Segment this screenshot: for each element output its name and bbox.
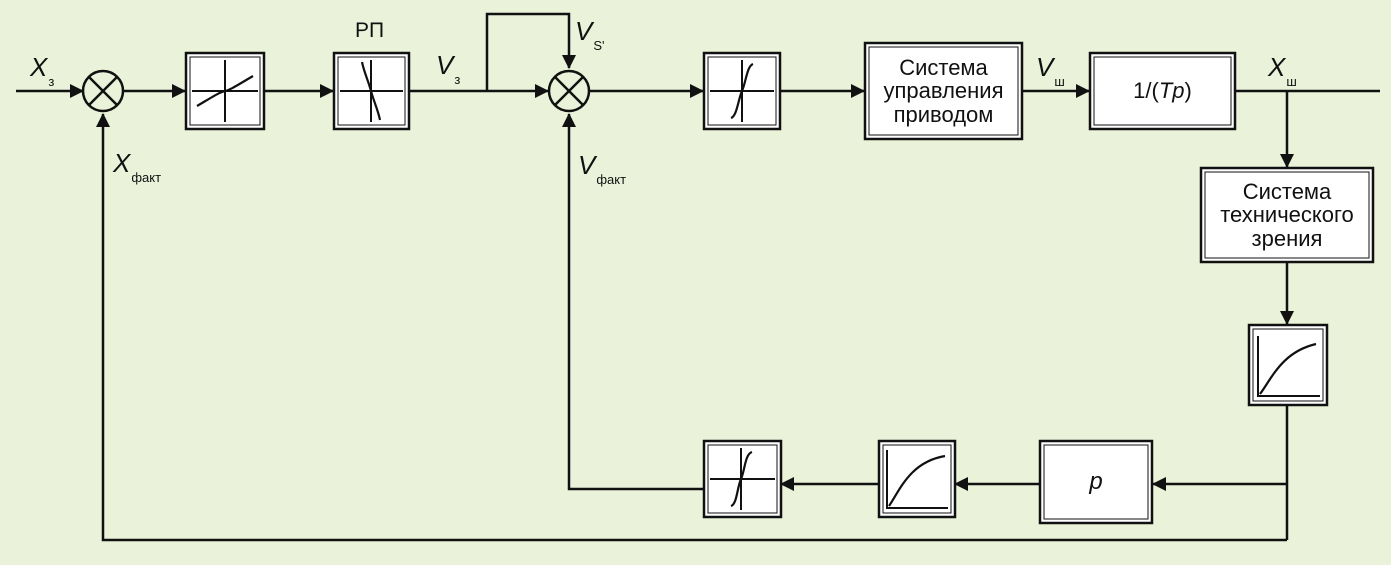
vision-system-block bbox=[1199, 166, 1375, 264]
feedforward-loop bbox=[485, 12, 571, 91]
filter-block-2 bbox=[877, 439, 957, 519]
drive-control-line-2: управления bbox=[883, 78, 1004, 104]
vision-system-text: Система технического зрения bbox=[1205, 172, 1369, 258]
filter-block-1 bbox=[1247, 323, 1329, 407]
label-x-fact: Xфакт bbox=[113, 148, 162, 185]
signal-lines bbox=[16, 12, 1380, 542]
arrow-head bbox=[320, 84, 334, 98]
arrow-head bbox=[780, 477, 794, 491]
summing-junction-2 bbox=[547, 69, 591, 113]
arrow-head bbox=[535, 84, 549, 98]
arrow-head bbox=[690, 84, 704, 98]
velocity-feedback bbox=[567, 114, 703, 491]
rp-block bbox=[332, 51, 411, 131]
differentiator-block bbox=[1038, 439, 1154, 525]
label-rp: РП bbox=[355, 19, 385, 42]
vision-line-1: Система bbox=[1242, 179, 1332, 205]
label-x-z: Xз bbox=[30, 52, 55, 89]
drive-control-block bbox=[863, 41, 1024, 141]
arrow-head bbox=[70, 84, 84, 98]
nonlinear-block-1 bbox=[184, 51, 266, 131]
arrow-head bbox=[1280, 154, 1294, 168]
arrow-head bbox=[172, 84, 186, 98]
saturation-block-2 bbox=[702, 439, 783, 519]
arrow-head bbox=[954, 477, 968, 491]
drive-control-line-3: приводом bbox=[893, 101, 994, 127]
integrator-text: 1/(Tp) bbox=[1133, 78, 1192, 104]
saturation-block-1 bbox=[702, 51, 782, 131]
vision-line-2: технического bbox=[1220, 202, 1354, 228]
arrow-head bbox=[1152, 477, 1166, 491]
label-x-sh: Xш bbox=[1268, 52, 1297, 89]
arrow-head bbox=[1076, 84, 1090, 98]
arrow-head bbox=[1280, 311, 1294, 325]
arrow-head bbox=[562, 55, 576, 69]
differentiator-text: p bbox=[1089, 468, 1103, 496]
drive-control-text: Система управления приводом bbox=[869, 47, 1018, 135]
vision-line-3: зрения bbox=[1251, 225, 1323, 251]
label-v-z: Vз bbox=[436, 50, 461, 87]
label-v-sh: Vш bbox=[1036, 52, 1065, 89]
label-v-s: VS' bbox=[575, 16, 605, 53]
position-feedback bbox=[101, 114, 1287, 542]
integrator-block bbox=[1088, 51, 1237, 131]
arrow-head bbox=[851, 84, 865, 98]
arrow-head bbox=[562, 113, 576, 127]
drive-control-line-1: Система bbox=[899, 55, 988, 81]
label-v-fact: Vфакт bbox=[578, 150, 627, 187]
arrow-head bbox=[96, 113, 110, 127]
summing-junction-1 bbox=[81, 69, 125, 113]
